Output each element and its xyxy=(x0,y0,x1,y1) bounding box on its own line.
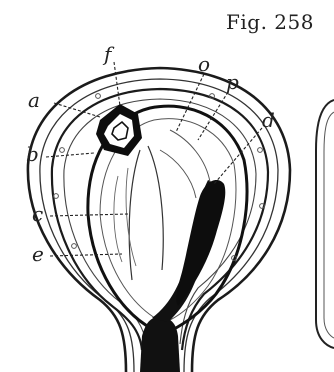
leader-line-e xyxy=(50,254,122,256)
label-f: f xyxy=(104,44,111,64)
leader-line-o xyxy=(176,74,204,132)
dark-body-d xyxy=(176,180,225,306)
inner-integument-outer-line xyxy=(52,89,268,350)
label-c: c xyxy=(32,204,43,224)
label-p: p xyxy=(226,72,239,92)
label-d: d xyxy=(262,110,275,130)
label-e: e xyxy=(32,244,44,264)
leader-line-d xyxy=(214,128,262,184)
cell-dot xyxy=(72,244,77,249)
label-a: a xyxy=(28,90,40,110)
label-b: b xyxy=(26,144,39,164)
inner-integument-inner-line xyxy=(64,99,256,344)
figure-title: Fig. 258 xyxy=(226,10,314,34)
label-o: o xyxy=(198,54,210,74)
cell-dot xyxy=(96,94,101,99)
cell-dot xyxy=(258,148,263,153)
adjacent-ovule-inner-line xyxy=(324,112,334,338)
cell-dot xyxy=(54,194,59,199)
sac-cell-2 xyxy=(160,130,210,198)
cell-dot xyxy=(60,148,65,153)
